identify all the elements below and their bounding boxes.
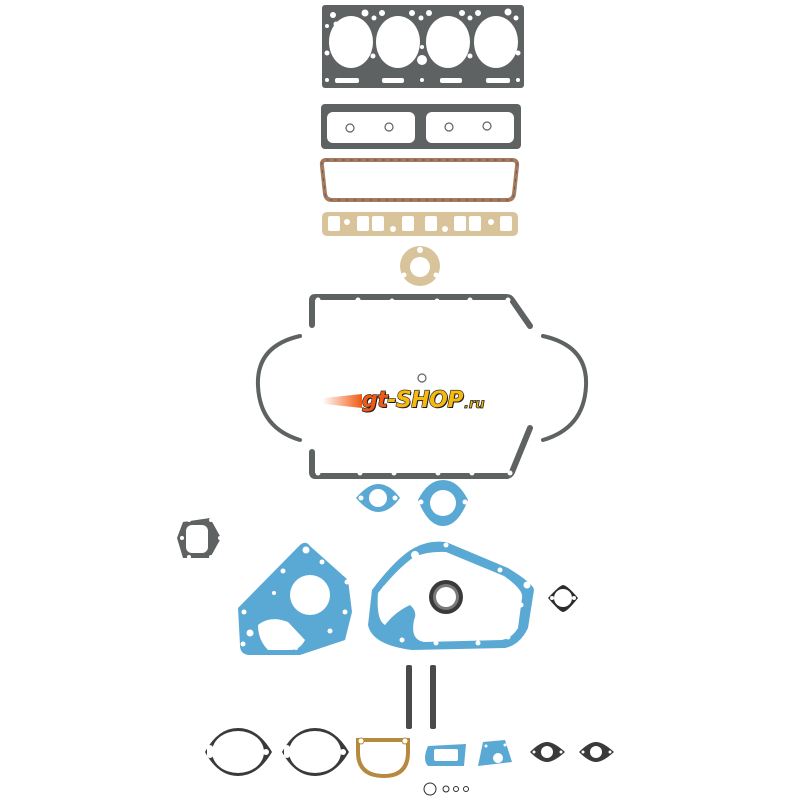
front-oil-seal — [429, 580, 463, 614]
valve-cover-gasket — [321, 104, 521, 149]
water-outlet-gaskets — [356, 480, 468, 526]
small-flange-gasket — [548, 585, 578, 612]
side-cover-gasket — [319, 158, 520, 202]
watermark-tld: .ru — [463, 396, 485, 412]
timing-cover-plate-gasket — [238, 542, 352, 655]
thermostat-gasket — [400, 246, 440, 286]
fuel-pump-gasket — [177, 518, 222, 559]
watermark-logo: gt-SHOP .ru — [322, 387, 485, 414]
watermark-text: gt-SHOP — [361, 387, 464, 413]
bottom-row-gaskets — [205, 728, 614, 779]
manifold-gasket — [322, 212, 518, 236]
head-gasket — [322, 5, 524, 88]
rear-main-seal-strips — [406, 665, 436, 729]
speed-streak-icon — [322, 394, 362, 408]
oil-pan-gasket-set — [255, 294, 589, 479]
o-rings — [423, 782, 469, 796]
